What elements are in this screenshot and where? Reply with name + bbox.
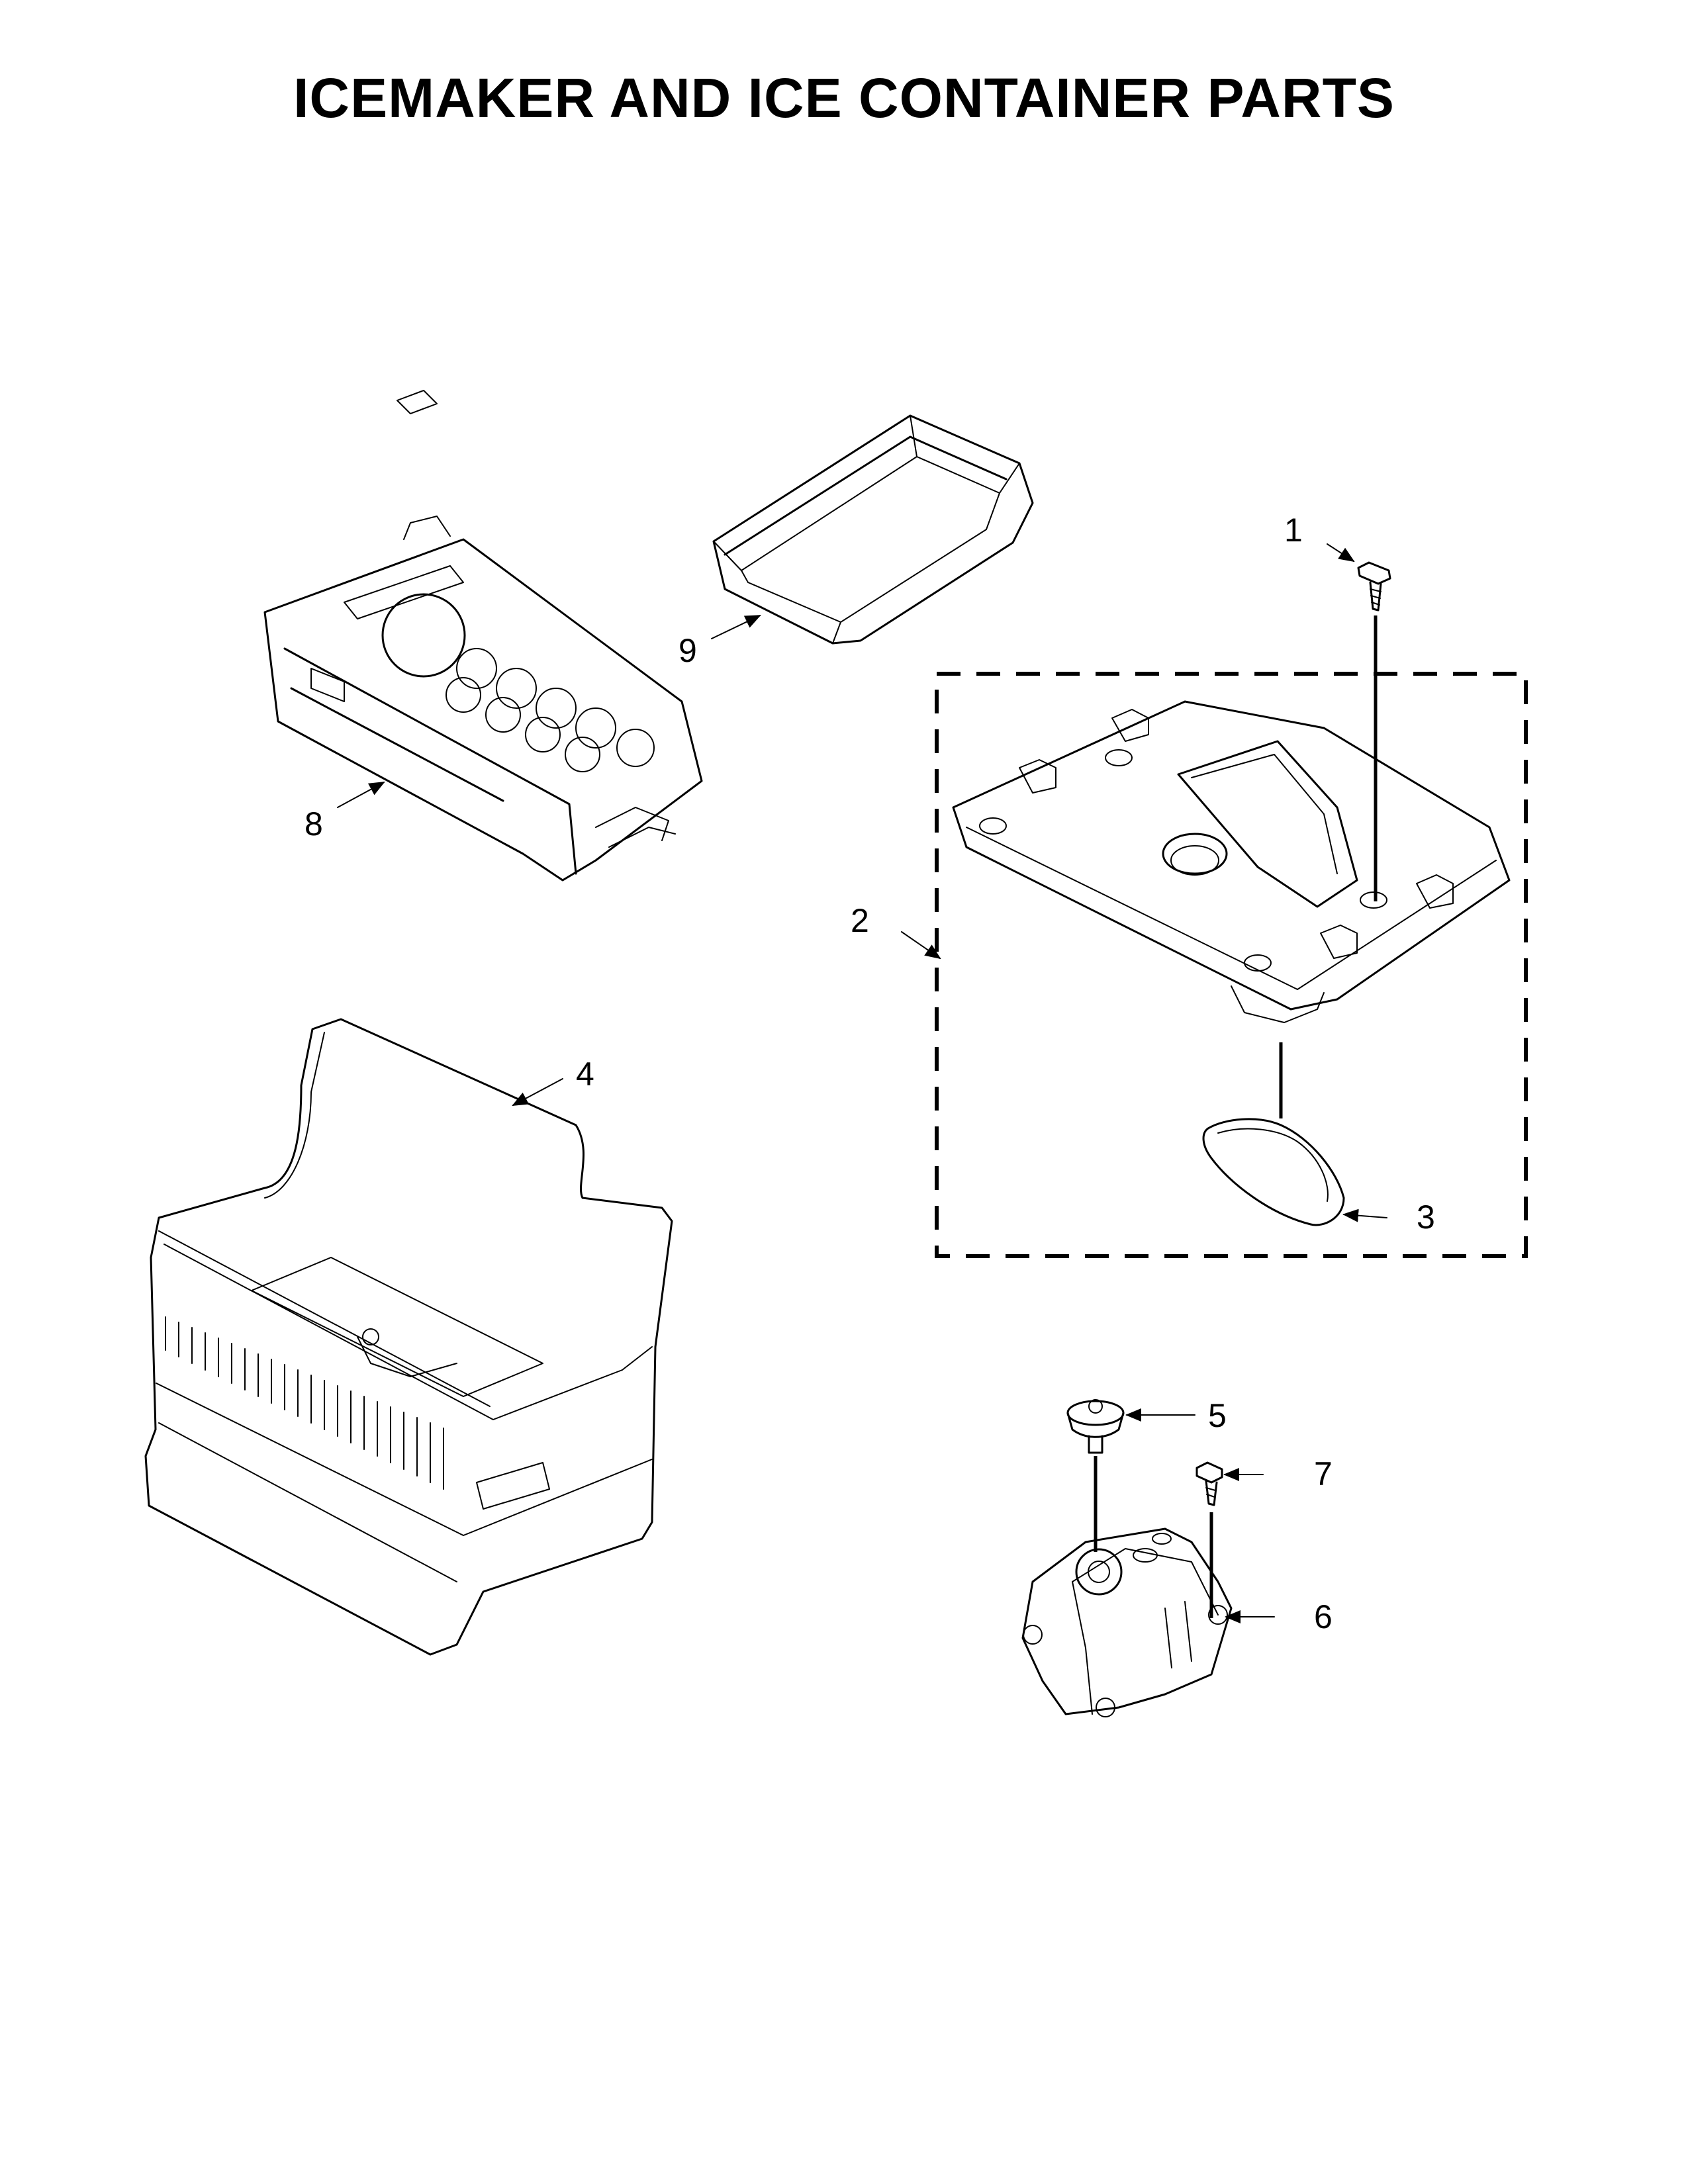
part-7-screw [1196, 1461, 1223, 1506]
icemaker-mold-cups [445, 648, 655, 772]
callout-3-arrow [1342, 1208, 1387, 1222]
callout-labels: 1 2 3 4 5 6 7 8 9 [305, 512, 1435, 1635]
callout-7: 7 [1314, 1455, 1333, 1492]
part-9-tray [712, 414, 1034, 645]
callout-3: 3 [1417, 1199, 1435, 1236]
callout-6: 6 [1314, 1598, 1333, 1635]
callout-2: 2 [851, 902, 869, 939]
callout-5: 5 [1208, 1397, 1227, 1434]
callout-1: 1 [1284, 512, 1303, 549]
assembly-2-boundary [935, 672, 1528, 1258]
part-1-screw [1357, 561, 1391, 612]
callout-4: 4 [576, 1056, 594, 1093]
part-8-icemaker [263, 390, 703, 882]
assembly-leader-lines [1094, 615, 1378, 1618]
callout-8-arrow [337, 782, 385, 808]
callout-2-arrow [901, 931, 941, 960]
callout-arrows [337, 543, 1387, 1623]
part-6-auger-motor [1021, 1527, 1233, 1717]
callout-8: 8 [305, 805, 323, 842]
page-title: ICEMAKER AND ICE CONTAINER PARTS [293, 67, 1395, 129]
part-4-ice-container [144, 1018, 673, 1656]
callout-1-arrow [1327, 543, 1355, 563]
callout-9: 9 [679, 632, 697, 669]
part-5-coupler [1066, 1399, 1125, 1454]
callout-9-arrow [711, 615, 761, 639]
part-3-seal [1202, 1118, 1345, 1226]
container-vent-slots [165, 1316, 444, 1490]
callout-4-arrow [512, 1078, 563, 1106]
part-2-housing-plate [952, 700, 1511, 1023]
